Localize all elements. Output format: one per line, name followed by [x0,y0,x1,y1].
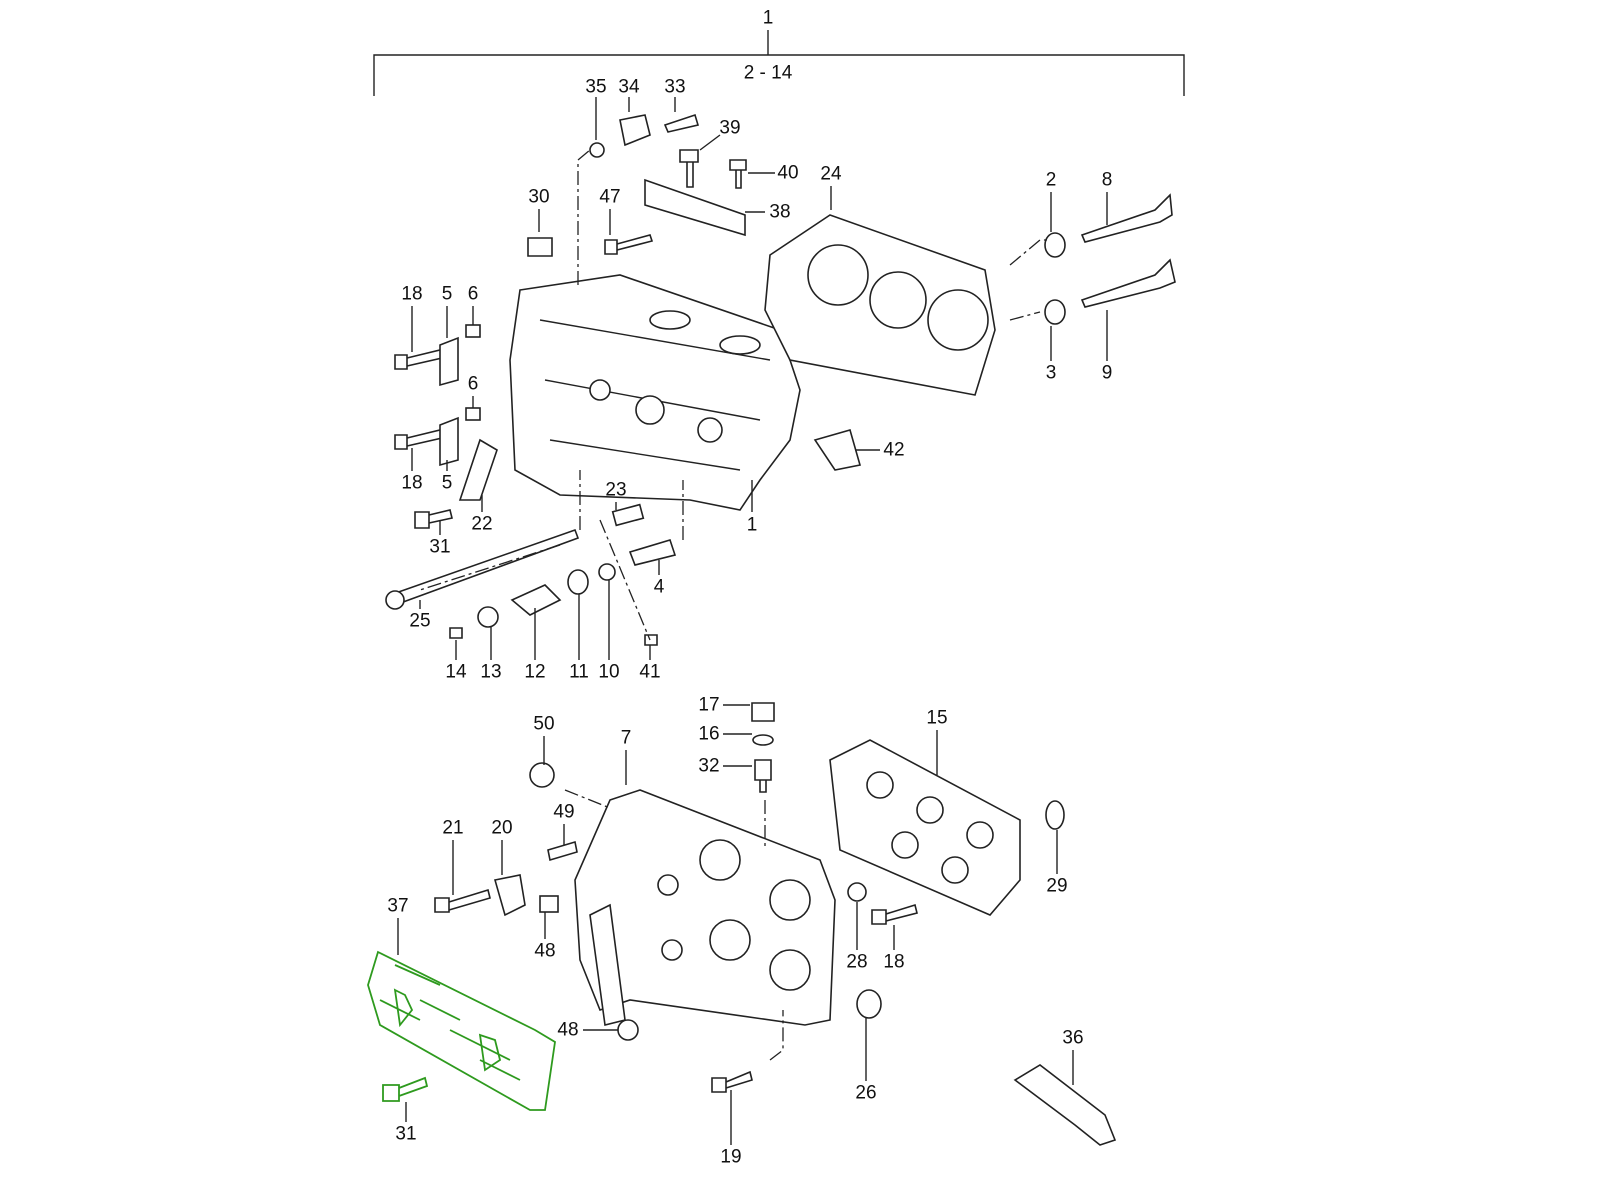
callout-label: 28 [846,951,868,973]
valves [1044,193,1176,325]
callout-label: 18 [883,951,905,973]
callout-label: 35 [585,76,607,98]
callout-label: 36 [1062,1027,1084,1049]
small-parts-top [394,113,862,566]
cylinder-head [509,274,801,511]
callout-label: 48 [534,940,556,962]
callout-label: 21 [442,817,464,839]
callout-label: 29 [1046,875,1068,897]
callout-label: 23 [605,479,627,501]
callout-label: 10 [598,661,620,683]
callout-label: 31 [429,536,451,558]
small-parts-lower-right [711,702,1117,1146]
callout-label: 34 [618,76,640,98]
callout-label: 2 - 14 [743,62,793,84]
callout-label: 50 [533,713,555,735]
callout-label: 22 [471,513,493,535]
callout-label: 30 [528,186,550,208]
callout-label: 5 [441,472,453,494]
callout-label: 1 [746,514,758,536]
callout-label: 49 [553,801,575,823]
callout-label: 8 [1101,169,1113,191]
heat-shield-highlighted [367,950,556,1111]
head-gasket [764,214,996,396]
callout-label: 39 [719,117,741,139]
callout-label: 37 [387,895,409,917]
callout-label: 31 [395,1123,417,1145]
camshaft-housing [434,762,836,1041]
callout-label: 16 [698,723,720,745]
callout-label: 48 [557,1019,579,1041]
callout-label: 1 [762,7,774,29]
callout-label: 3 [1045,362,1057,384]
assembly-bracket [373,30,1185,96]
callout-label: 38 [769,201,791,223]
callout-label: 13 [480,661,502,683]
callout-label: 9 [1101,362,1113,384]
callout-label: 24 [820,163,842,185]
callout-label: 5 [441,283,453,305]
callout-label: 47 [599,186,621,208]
callout-label: 11 [569,661,589,683]
callout-label: 15 [926,707,948,729]
leader-lines [397,97,1108,1145]
callout-label: 17 [698,694,720,716]
callout-label: 12 [524,661,546,683]
callout-label: 26 [855,1082,877,1104]
callout-label: 2 [1045,169,1057,191]
callout-label: 6 [467,373,479,395]
callout-label: 7 [620,727,632,749]
callout-label: 25 [409,610,431,632]
callout-label: 33 [664,76,686,98]
bolt-highlighted [382,1076,429,1102]
small-parts-middle [385,528,658,646]
callout-label: 42 [883,439,905,461]
callout-label: 14 [445,661,467,683]
callout-label: 4 [653,576,665,598]
callout-label: 18 [401,283,423,305]
callout-label: 18 [401,472,423,494]
callout-label: 6 [467,283,479,305]
callout-label: 40 [777,162,799,184]
callout-label: 32 [698,755,720,777]
callout-label: 20 [491,817,513,839]
callout-label: 19 [720,1146,742,1168]
callout-label: 41 [639,661,661,683]
